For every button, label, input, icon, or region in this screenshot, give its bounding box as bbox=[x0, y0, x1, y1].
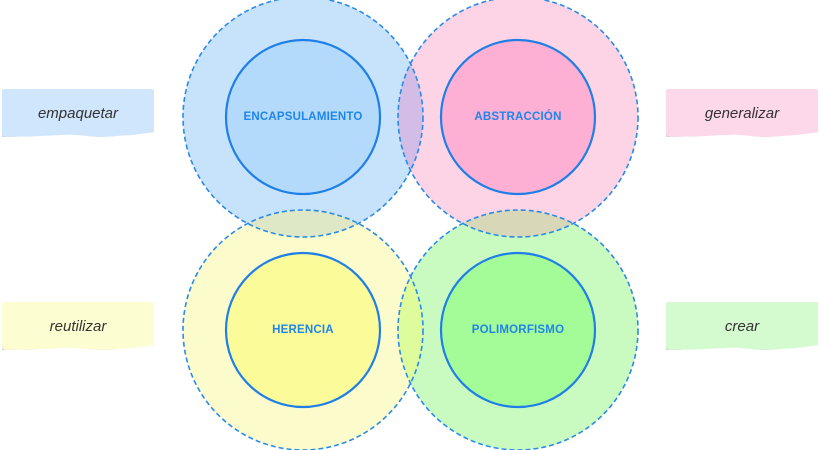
polimorfismo-label: POLIMORFISMO bbox=[472, 324, 564, 336]
herencia-dashed-border bbox=[182, 209, 424, 450]
tag-reutilizar-text: reutilizar bbox=[49, 317, 107, 335]
encapsulamiento-label: ENCAPSULAMIENTO bbox=[243, 111, 362, 123]
polimorfismo-inner-circle bbox=[439, 251, 597, 409]
polimorfismo-dashed-border bbox=[397, 209, 639, 450]
tag-empaquetar-text: empaquetar bbox=[37, 104, 119, 122]
tag-crear-text: crear bbox=[724, 317, 760, 335]
tag-generalizar: generalizar bbox=[666, 89, 818, 137]
tag-generalizar-text: generalizar bbox=[704, 104, 780, 122]
encapsulamiento-dashed-border bbox=[182, 0, 424, 238]
encapsulamiento-inner-circle bbox=[224, 38, 382, 196]
tag-reutilizar: reutilizar bbox=[2, 302, 154, 350]
abstraccion-dashed-border bbox=[397, 0, 639, 238]
herencia-inner-circle bbox=[224, 251, 382, 409]
herencia-label: HERENCIA bbox=[272, 324, 334, 336]
abstraccion-inner-circle bbox=[439, 38, 597, 196]
abstraccion-label: ABSTRACCIÓN bbox=[474, 110, 561, 123]
tag-crear: crear bbox=[666, 302, 818, 350]
tag-empaquetar: empaquetar bbox=[2, 89, 154, 137]
